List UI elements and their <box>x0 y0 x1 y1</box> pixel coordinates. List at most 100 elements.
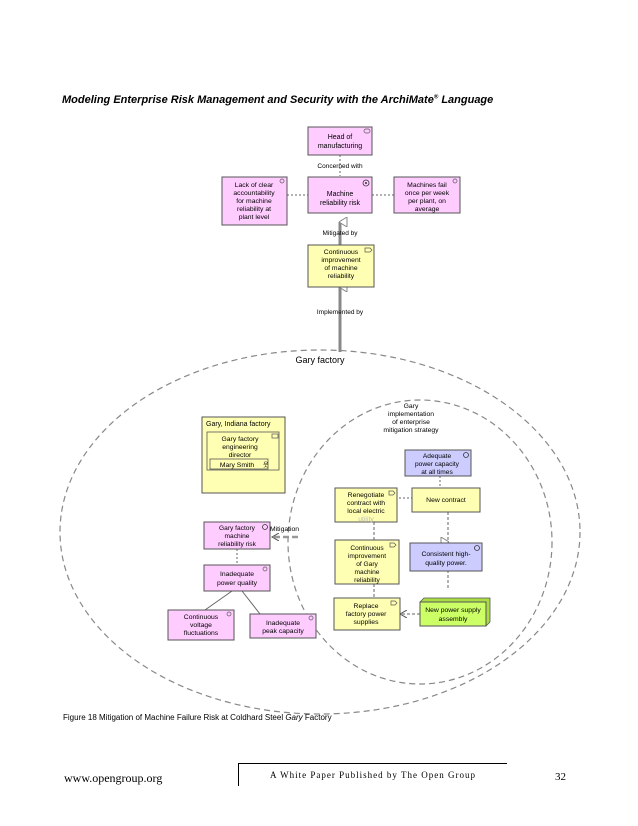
machine-risk-line-2: reliability risk <box>320 200 361 207</box>
caption-prefix: Figure 18 Mitigation of Machine Failure … <box>63 713 286 722</box>
process-icon <box>390 600 398 606</box>
goal-icon-center <box>365 182 367 184</box>
head-mfg-line-2: manufacturing <box>318 143 362 150</box>
implemented-by-label: Implemented by <box>317 309 364 316</box>
head-of-manufacturing-box: Head of manufacturing <box>307 126 373 156</box>
page-number: 32 <box>555 771 566 783</box>
assessment-icon <box>226 611 232 617</box>
concerned-with-label: Concerned with <box>317 163 363 170</box>
new-power-assembly-box: New power supply assembly <box>419 597 491 627</box>
adequate-power-box: Adequate power capacity at all times <box>404 449 472 477</box>
head-mfg-line-1: Head of <box>328 134 353 141</box>
peak-capacity-box: Inadequate peak capacity <box>249 613 317 639</box>
continuous-gary-box: Continuous improvement of Gary machine r… <box>334 539 400 585</box>
machines-fail-line-1: Machines fail <box>407 182 447 189</box>
ci-line-4: reliability <box>328 273 355 280</box>
gary-risk-line-1: Gary factory <box>219 525 256 532</box>
gary-indiana-label: Gary, Indiana factory <box>206 421 271 428</box>
replace-supplies-box: Replace factory power supplies <box>333 597 401 631</box>
adequate-line-3: at all times <box>421 469 453 476</box>
lack-line-5: plant level <box>239 214 270 221</box>
machine-risk-line-1: Machine <box>327 191 354 198</box>
lack-line-1: Lack of clear <box>235 182 274 189</box>
gary-factory-label: Gary factory <box>295 355 345 365</box>
machine-reliability-risk-box: Machine reliability risk <box>307 176 373 214</box>
inadequate-quality-box: Inadequate power quality <box>203 564 271 592</box>
page-header-title: Modeling Enterprise Risk Management and … <box>62 94 493 106</box>
ci-gary-line-3: of Gary <box>356 561 378 568</box>
lack-accountability-box: Lack of clear accountability for machine… <box>221 176 288 226</box>
continuous-improvement-box: Continuous improvement of machine reliab… <box>307 244 375 288</box>
new-contract-label: New contract <box>426 497 466 504</box>
new-contract-box: New contract <box>411 487 481 513</box>
role-icon <box>271 433 279 439</box>
gary-factory-boundary <box>59 349 581 715</box>
gary-impl-line-2: implementation <box>388 411 434 418</box>
peak-line-2: peak capacity <box>262 628 304 635</box>
header-title-text: Modeling Enterprise Risk Management and … <box>62 94 434 106</box>
assembly-line-2: assembly <box>439 616 468 623</box>
footer-publisher-text: A White Paper Published by The Open Grou… <box>270 770 476 780</box>
reneg-line-3: local electric <box>347 508 385 515</box>
consistent-power-box: Consistent high- quality power. <box>409 542 483 572</box>
assembly-line-1: New power supply <box>425 607 481 614</box>
reneg-line-4: utility <box>358 516 374 523</box>
ci-gary-line-5: reliability <box>354 577 380 584</box>
registered-mark: ® <box>433 94 439 101</box>
lack-line-4: reliability at <box>237 206 271 213</box>
adequate-line-2: power capacity <box>415 461 460 468</box>
goal-icon <box>474 545 480 551</box>
stakeholder-icon <box>363 128 371 134</box>
replace-line-2: factory power <box>346 611 388 618</box>
process-icon <box>388 490 396 496</box>
voltage-fluctuations-box: Continuous voltage fluctuations <box>167 609 235 641</box>
renegotiate-contract-box: Renegotiate contract with local electric… <box>334 487 398 523</box>
implementation-boundary <box>287 399 553 685</box>
goal-icon <box>362 179 370 187</box>
inadequate-quality-line-1: Inadequate <box>220 571 254 578</box>
gary-impl-line-4: mitigation strategy <box>383 427 439 434</box>
figure-caption: Figure 18 Mitigation of Machine Failure … <box>63 713 332 722</box>
machines-fail-line-2: once per week <box>405 190 450 197</box>
gary-indiana-factory-box: Gary, Indiana factory Gary factory engin… <box>201 416 286 494</box>
assessment-icon <box>452 178 458 184</box>
actor-icon: 웃 <box>263 462 269 469</box>
consistent-line-2: quality power. <box>425 560 467 567</box>
mary-smith-label: Mary Smith <box>220 462 255 469</box>
ci-line-1: Continuous <box>324 249 359 256</box>
caption-suffix: Factory <box>302 713 332 722</box>
footer-url[interactable]: www.opengroup.org <box>64 771 163 785</box>
gary-impl-line-3: of enterprise <box>392 419 430 426</box>
assessment-icon <box>262 566 268 572</box>
ci-gary-line-4: machine <box>355 569 380 576</box>
assessment-icon <box>308 615 314 621</box>
ci-line-3: of machine <box>324 265 357 272</box>
lack-line-3: for machine <box>236 198 272 205</box>
adequate-line-1: Adequate <box>423 453 452 460</box>
risk-mitigation-diagram: Head of manufacturing Concerned with Lac… <box>59 126 581 715</box>
process-icon <box>389 542 397 548</box>
replace-line-1: Replace <box>354 603 379 610</box>
voltage-line-1: Continuous <box>184 614 219 621</box>
reneg-line-1: Renegotiate <box>348 492 385 499</box>
lack-line-2: accountability <box>233 190 275 197</box>
mitigation-label: Mitigation <box>270 526 299 533</box>
gary-risk-line-3: reliability risk <box>218 541 256 548</box>
gary-impl-line-1: Gary <box>404 403 419 410</box>
goal-icon <box>463 452 469 458</box>
process-icon <box>364 247 373 253</box>
mitigated-by-label: Mitigated by <box>322 230 358 237</box>
reneg-line-2: contract with <box>347 500 385 507</box>
ci-line-2: improvement <box>321 257 360 264</box>
gary-risk-line-2: machine <box>225 533 250 540</box>
voltage-line-3: fluctuations <box>184 630 219 637</box>
consistent-line-1: Consistent high- <box>421 551 470 558</box>
footer-publisher: A White Paper Published by The Open Grou… <box>238 763 507 786</box>
header-title-suffix: Language <box>438 94 494 106</box>
machines-fail-line-3: per plant, on <box>408 198 446 205</box>
inadequate-quality-line-2: power quality <box>217 580 258 587</box>
eng-director-line-3: director <box>229 452 252 459</box>
goal-icon <box>262 524 268 530</box>
machines-fail-box: Machines fail once per week per plant, o… <box>393 176 461 214</box>
voltage-line-2: voltage <box>190 622 212 629</box>
